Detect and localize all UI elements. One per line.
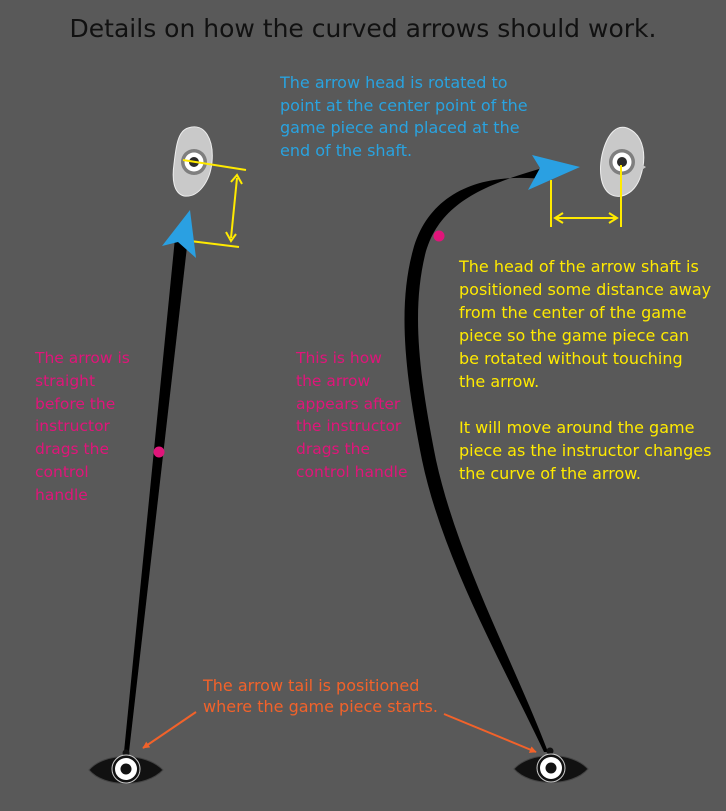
straight-arrow-note: The arrow is straight before the instruc… <box>35 349 130 504</box>
curved-arrow-note: This is how the arrow appears after the … <box>296 349 408 481</box>
diagram-title: Details on how the curved arrows should … <box>69 14 657 43</box>
straight-arrow-shaft <box>124 238 188 752</box>
arrow-tail-note: The arrow tail is positioned where the g… <box>203 676 438 716</box>
arrowhead-note: The arrow head is rotated to point at th… <box>280 73 528 160</box>
start-game-piece-icon <box>513 747 589 783</box>
curved-control-handle[interactable] <box>433 230 445 242</box>
tail-pointer-arrow-right <box>443 713 537 753</box>
target-game-piece-icon <box>600 126 646 197</box>
head-distance-note: The head of the arrow shaft is positione… <box>459 257 712 483</box>
tail-pointer-arrow-left <box>142 711 197 749</box>
curved-arrow-example <box>404 126 646 783</box>
straight-arrow-example <box>88 126 247 784</box>
curved-arrow-shaft <box>404 166 550 752</box>
shaft-offset-indicator <box>550 165 622 227</box>
curved-arrowhead-icon <box>528 155 580 190</box>
start-game-piece-icon <box>88 749 164 784</box>
straight-control-handle[interactable] <box>153 446 165 458</box>
straight-arrowhead-icon <box>162 210 196 258</box>
